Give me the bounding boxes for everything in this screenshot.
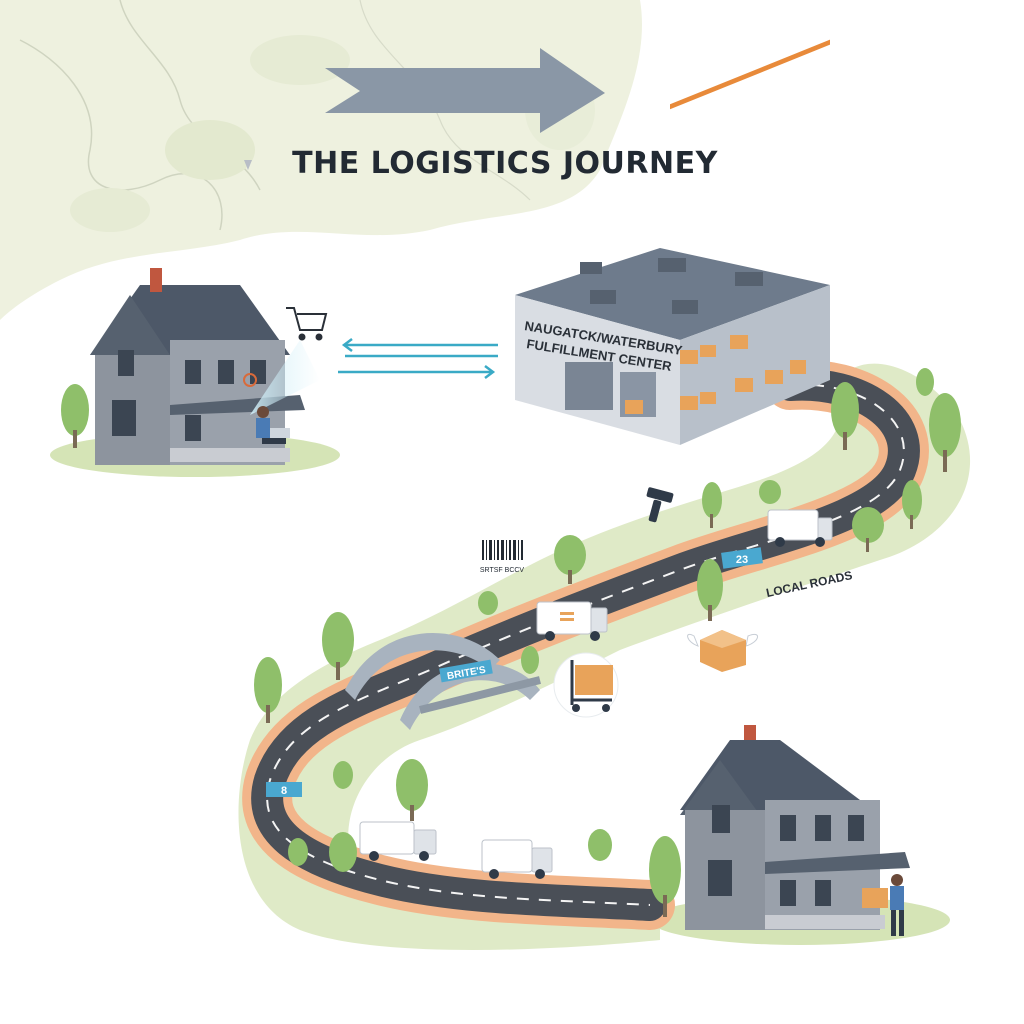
barcode-scanner-icon xyxy=(646,487,674,523)
tree xyxy=(521,646,539,674)
delivery-person xyxy=(862,874,904,936)
laptop-icon xyxy=(270,428,290,438)
hand-truck-icon xyxy=(553,652,619,718)
fulfillment-center: NAUGATCK/WATERBURY FULFILLMENT CENTER xyxy=(515,39,830,445)
tree xyxy=(916,368,934,396)
order-flow-arrows xyxy=(338,338,498,379)
tree xyxy=(831,382,859,450)
tree xyxy=(929,393,961,472)
route-sign-23-text: 23 xyxy=(736,554,748,566)
tree xyxy=(697,559,723,621)
delivery-route-road xyxy=(242,359,929,930)
tree xyxy=(61,384,89,448)
customer-with-laptop xyxy=(256,406,290,444)
delivery-van xyxy=(536,601,608,641)
tree xyxy=(478,591,498,615)
flying-package-icon xyxy=(687,630,758,672)
barcode-text: SRTSF BCCV xyxy=(480,567,525,574)
journey-arrow xyxy=(325,48,605,133)
tree xyxy=(333,761,353,789)
tree xyxy=(588,829,612,861)
destination-house xyxy=(680,725,910,936)
route-sign-8-text: 8 xyxy=(281,785,287,797)
tree xyxy=(759,480,781,504)
tree xyxy=(902,480,922,529)
shopping-cart-icon xyxy=(286,307,328,341)
map-pin-icon xyxy=(243,373,257,387)
tree xyxy=(702,482,722,528)
tree xyxy=(554,535,586,584)
tree xyxy=(322,612,354,680)
route-sign-23: 23 xyxy=(721,547,763,569)
tree xyxy=(288,838,308,866)
delivery-van xyxy=(767,509,833,547)
trees xyxy=(61,368,961,917)
tree xyxy=(852,507,884,552)
warehouse-shelves xyxy=(625,39,830,414)
tree xyxy=(396,759,428,821)
bridge: BRITE'S xyxy=(345,632,541,730)
tree xyxy=(254,657,282,723)
origin-house xyxy=(90,268,320,465)
delivery-van xyxy=(481,839,553,879)
route-sign-8: 8 xyxy=(266,782,302,797)
barcode-icon: SRTSF BCCV xyxy=(480,540,525,574)
tree xyxy=(649,836,681,917)
tree xyxy=(329,832,357,872)
package-box xyxy=(862,888,888,908)
delivery-van xyxy=(359,821,437,861)
page-title: THE LOGISTICS JOURNEY xyxy=(292,146,718,181)
